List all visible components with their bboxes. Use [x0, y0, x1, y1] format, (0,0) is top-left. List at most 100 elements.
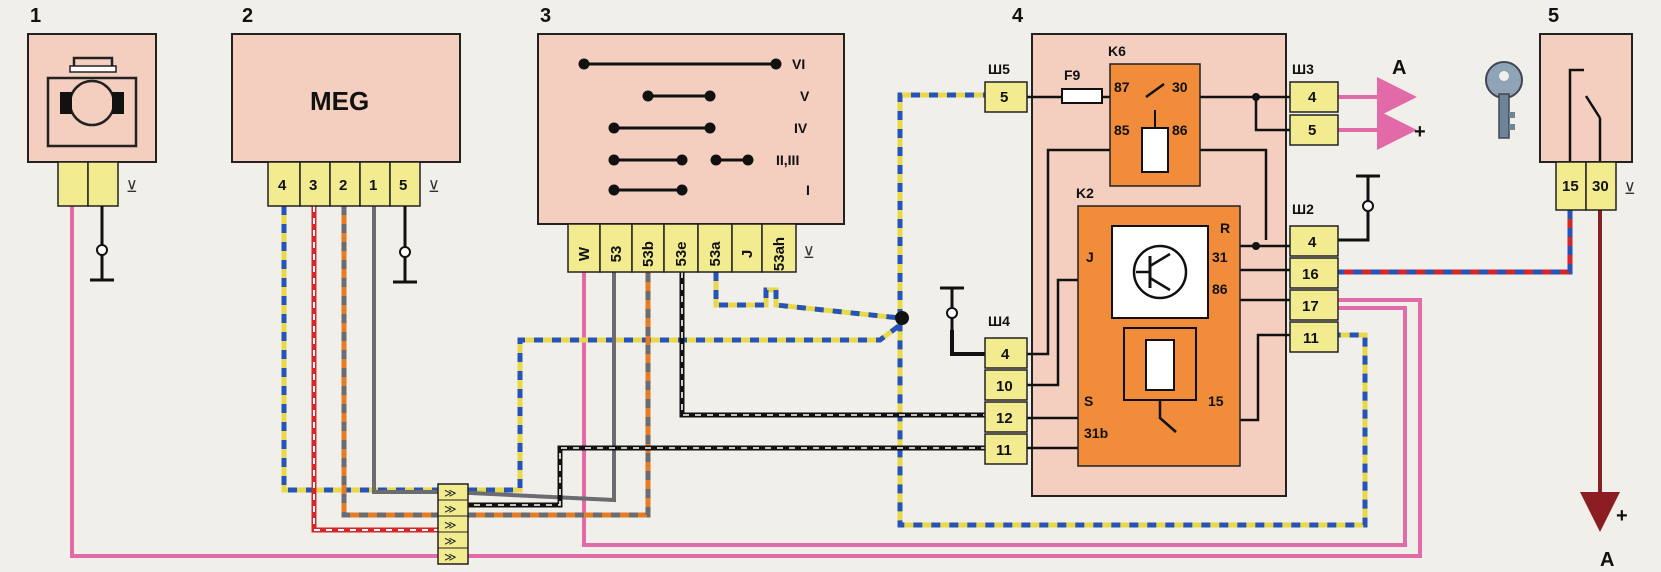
wire-yb-53a [713, 272, 1368, 528]
sh4-pin-10: 10 [996, 378, 1013, 395]
output-plus-bottom-label: + [1616, 505, 1628, 527]
svg-text:≫: ≫ [444, 502, 457, 516]
relay-k6: K6 87 30 85 86 [1108, 43, 1201, 187]
svg-text:≫: ≫ [444, 518, 457, 532]
position-vi: VI [792, 56, 805, 72]
component-1-label: 1 [30, 5, 41, 27]
relay-coil-icon [1123, 327, 1197, 401]
sh4-label: Ш4 [988, 313, 1010, 329]
fuse-label: F9 [1064, 67, 1081, 83]
sw-pin-j: J [739, 250, 756, 258]
sh2-pin-11: 11 [1303, 330, 1319, 347]
meg-pin-1: 1 [369, 177, 377, 194]
k2-pin-31b: 31b [1084, 425, 1108, 441]
sh4-pin-11: 11 [996, 442, 1012, 459]
output-a-label: A [1392, 57, 1406, 79]
svg-text:⊻: ⊻ [126, 179, 138, 196]
wire-bw-53e [679, 272, 985, 418]
k2-pin-r: R [1220, 220, 1230, 236]
ground-icon [940, 286, 964, 330]
component-4-label: 4 [1012, 5, 1024, 27]
relay-coil-icon [1141, 127, 1169, 173]
sh2-label: Ш2 [1292, 201, 1314, 217]
connector-sh5: Ш5 5 [984, 61, 1028, 113]
k2-pin-15: 15 [1208, 393, 1224, 409]
k2-pin-31: 31 [1212, 249, 1228, 265]
output-a-bottom-label: A [1600, 549, 1614, 571]
position-iv: IV [794, 120, 808, 136]
k6-label: K6 [1108, 43, 1126, 59]
key-icon [1485, 61, 1523, 139]
connector-sh2: Ш2 4 16 17 11 [1289, 201, 1339, 353]
switch-positions [578, 58, 782, 196]
k6-pin-30: 30 [1172, 79, 1188, 95]
wire-ground-sh4 [950, 330, 985, 356]
k2-pin-s: S [1084, 393, 1093, 409]
junction-connector: ≫ ≫ ≫ ≫ ≫ [437, 483, 469, 565]
sh2-pin-17: 17 [1302, 298, 1319, 315]
sh2-pin-16: 16 [1302, 266, 1319, 283]
ground-icon: ⊻ [90, 179, 138, 282]
sw-pin-53e: 53e [673, 241, 690, 266]
motor-icon [46, 56, 138, 148]
k6-pin-87: 87 [1114, 79, 1130, 95]
ground-icon: ⊻ [803, 245, 815, 262]
svg-text:≫: ≫ [444, 534, 457, 548]
connector-sh3: Ш3 4 5 [1289, 61, 1339, 146]
k2-pin-j: J [1086, 249, 1094, 265]
sw-pin-w: W [576, 246, 593, 261]
sh3-pin-5: 5 [1308, 122, 1316, 139]
k2-pin-86: 86 [1212, 281, 1228, 297]
wire-yb-meg4 [281, 92, 985, 493]
meg-label: MEG [310, 86, 369, 116]
component-2-label: 2 [242, 5, 253, 27]
output-plus-label: + [1414, 121, 1426, 143]
meg-connector: 4 3 2 1 5 [267, 161, 421, 207]
fuse-f9: F9 [1061, 67, 1103, 104]
wire-pink-1 [70, 205, 1422, 558]
wire-rw-meg3 [311, 206, 450, 533]
sh3-pin-4: 4 [1308, 89, 1317, 106]
meg-pin-3: 3 [309, 177, 317, 194]
meg-pin-2: 2 [339, 177, 347, 194]
meg-pin-5: 5 [399, 177, 407, 194]
ground-icon: ⊻ [393, 179, 440, 284]
component-2: 2 MEG 4 3 2 1 5 ⊻ [231, 5, 461, 284]
wire-pink-w [582, 272, 1407, 547]
sh2-pin-4: 4 [1308, 234, 1317, 251]
ground-icon: ⊻ [1624, 181, 1636, 198]
switch-connector: W 53 53b 53e 53a J 53ah [567, 223, 797, 273]
ground-icon [1356, 174, 1380, 212]
wire-bw-sh4-11 [450, 445, 985, 508]
svg-text:≫: ≫ [444, 550, 457, 564]
position-i: I [806, 182, 810, 198]
transistor-icon [1111, 225, 1209, 319]
sh3-label: Ш3 [1292, 61, 1314, 77]
position-ii-iii: II,III [776, 152, 799, 168]
ign-pin-15: 15 [1562, 178, 1579, 195]
component-3: 3 VI V IV II,III I W 53 53b 53e 53a [537, 5, 845, 273]
component-5: 5 15 30 ⊻ [1539, 5, 1636, 211]
k2-label: K2 [1076, 185, 1094, 201]
component-1: 1 ⊻ [27, 5, 157, 282]
sh5-pin-5: 5 [1000, 89, 1008, 106]
ign-pin-30: 30 [1592, 178, 1609, 195]
wire-ground-sh2 [1338, 212, 1370, 242]
k6-pin-85: 85 [1114, 122, 1130, 138]
sh4-pin-12: 12 [996, 410, 1013, 427]
sw-pin-53ah: 53ah [771, 237, 788, 271]
sw-pin-53: 53 [608, 246, 625, 263]
svg-text:⊻: ⊻ [428, 179, 440, 196]
sh4-pin-4: 4 [1001, 346, 1010, 363]
svg-text:≫: ≫ [444, 486, 457, 500]
sw-pin-53b: 53b [640, 241, 657, 267]
relay-k2: K2 R 31 86 J S 31b 15 [1076, 185, 1241, 467]
position-v: V [800, 88, 810, 104]
connector-sh4: Ш4 4 10 12 11 [984, 313, 1028, 465]
wire-rb-ign [1338, 210, 1573, 275]
component-4: 4 F9 K6 87 30 [1012, 5, 1290, 497]
meg-pin-4: 4 [278, 177, 287, 194]
k6-pin-86: 86 [1172, 122, 1188, 138]
component-3-label: 3 [540, 5, 551, 27]
sh5-label: Ш5 [988, 61, 1010, 77]
